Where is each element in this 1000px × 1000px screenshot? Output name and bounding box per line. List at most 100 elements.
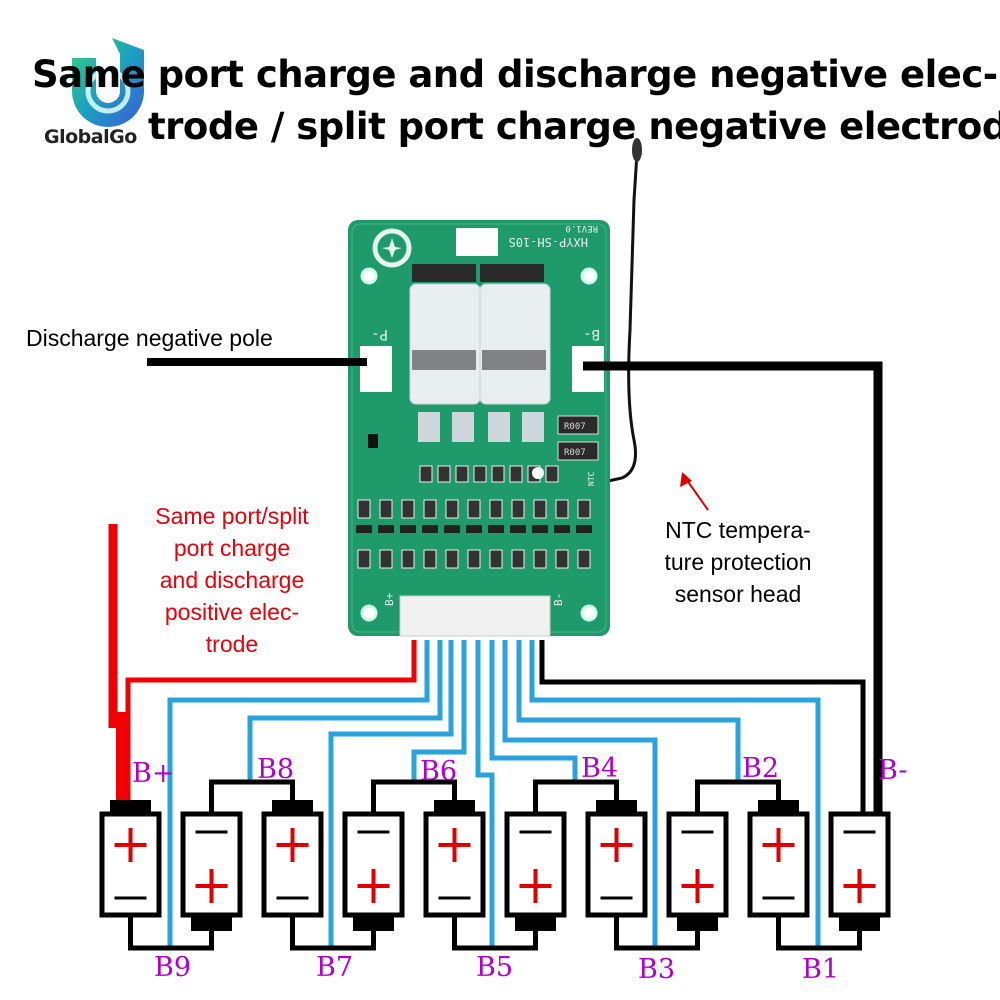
discharge-negative-pole-label: Discharge negative pole [26, 325, 273, 351]
positive-label-line: positive elec- [164, 599, 300, 625]
resistor [511, 499, 525, 519]
resistor [419, 465, 433, 483]
balance-wire [328, 640, 454, 948]
transistor [488, 525, 504, 533]
series-link-top [209, 779, 295, 814]
title-line-1: Same port charge and discharge negative … [32, 53, 998, 96]
battery-cell [747, 800, 810, 918]
resistor [357, 549, 371, 569]
balance-wire [502, 640, 658, 948]
label-b2: B2 [742, 753, 779, 784]
battery-cell [261, 800, 324, 918]
battery-cell [585, 800, 648, 918]
label-b5: B5 [476, 952, 513, 983]
resistor [489, 499, 503, 519]
balance-wire [247, 640, 443, 782]
ntc-sensor-head [632, 138, 642, 162]
series-link-bottom [290, 915, 376, 951]
resistor [423, 499, 437, 519]
negative-terminal-cap [515, 915, 556, 931]
ntc-arrow [680, 472, 709, 511]
negative-terminal-cap [353, 915, 394, 931]
balance-connector [399, 595, 551, 637]
balance-wire [516, 640, 741, 782]
p-minus-label: P- [371, 326, 388, 342]
shunt-resistor-label: R007 [564, 422, 586, 432]
label-b9: B9 [154, 952, 191, 983]
series-links [128, 779, 862, 951]
test-point [532, 467, 544, 479]
p-minus-pad [360, 346, 392, 392]
transistor [466, 525, 482, 533]
positive-label-line: Same port/split [155, 503, 309, 529]
resistor [489, 549, 503, 569]
resistor [379, 499, 393, 519]
mosfet-pair [409, 264, 551, 442]
battery-cell [828, 811, 891, 931]
label-b6: B6 [420, 756, 457, 787]
resistor [401, 549, 415, 569]
board-revision-text: REV1.0 [565, 223, 598, 233]
bms-pcb: HXYP-SH-10S REV1.0 P- B- R007 R007 [348, 220, 610, 637]
battery-cells [99, 779, 891, 951]
battery-cell [180, 811, 243, 931]
connector-b-minus-wire [539, 640, 866, 812]
resistor [445, 499, 459, 519]
resistor [357, 499, 371, 519]
transistor [356, 525, 372, 533]
resistor [545, 465, 559, 483]
transistor [554, 525, 570, 533]
brand-logo [62, 36, 154, 128]
label-b8: B8 [257, 754, 294, 785]
positive-label-line: and discharge [159, 567, 305, 593]
series-link-top [533, 779, 619, 814]
connector-b-minus-label: B- [552, 593, 565, 606]
ntc-sensor-wire [603, 151, 639, 484]
positive-terminal [434, 800, 475, 814]
resistor [577, 549, 591, 569]
positive-wire [108, 524, 417, 800]
logo-text: GlobalGo [44, 126, 137, 148]
resistor [533, 549, 547, 569]
battery-cell [423, 800, 486, 918]
connector-b-plus-label: B+ [383, 592, 396, 606]
resistor [455, 465, 469, 483]
label-b3: B3 [638, 954, 675, 985]
label-b7: B7 [316, 952, 353, 983]
positive-electrode-label: Same port/split port charge and discharg… [132, 500, 332, 660]
logo-icon [72, 38, 144, 127]
positive-label-line: trode [205, 631, 259, 657]
transistor [510, 525, 526, 533]
resistor [491, 465, 505, 483]
resistor [445, 549, 459, 569]
positive-terminal [596, 800, 637, 814]
resistor [467, 499, 481, 519]
resistor [423, 549, 437, 569]
board-model-text: HXYP-SH-10S [509, 235, 588, 249]
label-b-plus: B+ [132, 758, 174, 789]
balance-wire [529, 640, 821, 948]
label-b-minus: B- [878, 755, 907, 786]
discharge-negative-wire [147, 358, 367, 366]
resistor [511, 549, 525, 569]
balance-wires [167, 640, 821, 948]
transistor [378, 525, 394, 533]
ntc-label-line: ture protection [664, 549, 812, 575]
resistor [437, 465, 451, 483]
series-link-top [695, 779, 781, 814]
resistor [577, 499, 591, 519]
ntc-label-line: NTC tempera- [665, 517, 811, 543]
series-link-top [371, 779, 457, 814]
transistor [422, 525, 438, 533]
series-link-bottom [452, 915, 538, 951]
ntc-pad-label: NTC [587, 471, 596, 486]
resistor [533, 499, 547, 519]
balance-wire [475, 640, 495, 948]
smd-components [356, 434, 592, 569]
shunt-resistor [557, 415, 599, 435]
negative-terminal-cap [839, 915, 880, 931]
resistor [473, 465, 487, 483]
transistor [532, 525, 548, 533]
transistor [576, 525, 592, 533]
battery-cell [504, 811, 567, 931]
